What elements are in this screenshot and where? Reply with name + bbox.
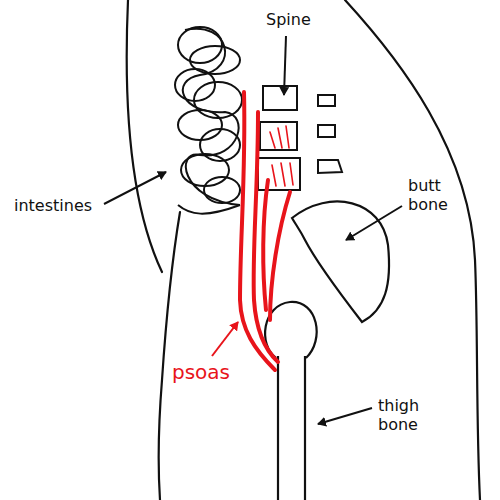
femur-drawing <box>265 302 317 500</box>
femur-head <box>265 302 317 358</box>
right-body-outline <box>345 0 480 500</box>
vertebra-process <box>318 125 335 137</box>
femur-shaft <box>277 356 279 500</box>
psoas-muscle <box>240 92 293 370</box>
psoas-strand <box>263 180 268 310</box>
left-body-outline <box>127 0 162 272</box>
vertebra-process <box>318 160 342 173</box>
pelvis-bone <box>292 201 389 322</box>
gut-strand <box>183 29 240 205</box>
leader-arrow <box>212 322 238 356</box>
gut-loop <box>178 110 222 140</box>
part-label: Spine <box>266 10 326 29</box>
gut-loop <box>178 27 222 63</box>
leader-arrow <box>284 36 286 95</box>
vertebra <box>260 122 297 150</box>
psoas-fibres <box>270 126 293 186</box>
intestines-drawing <box>175 27 242 214</box>
vertebra-process <box>318 95 335 106</box>
leader-arrow <box>318 408 372 424</box>
spine-drawing <box>258 86 342 190</box>
vertebra <box>263 86 297 110</box>
body-outline <box>127 0 480 500</box>
part-label: butt bone <box>408 176 460 214</box>
gut-end <box>178 205 240 214</box>
psoas-strand <box>270 192 290 320</box>
leader-arrow <box>104 172 166 204</box>
femur-shaft <box>304 356 306 500</box>
leader-arrow <box>346 206 402 240</box>
muscle-label: psoas <box>172 360 242 384</box>
part-label: thigh bone <box>378 396 430 434</box>
leader-arrows <box>104 36 402 424</box>
lower-left-outline <box>159 212 180 500</box>
part-label: intestines <box>14 196 109 215</box>
gut-loop <box>204 177 240 203</box>
psoas-strand <box>254 112 278 362</box>
